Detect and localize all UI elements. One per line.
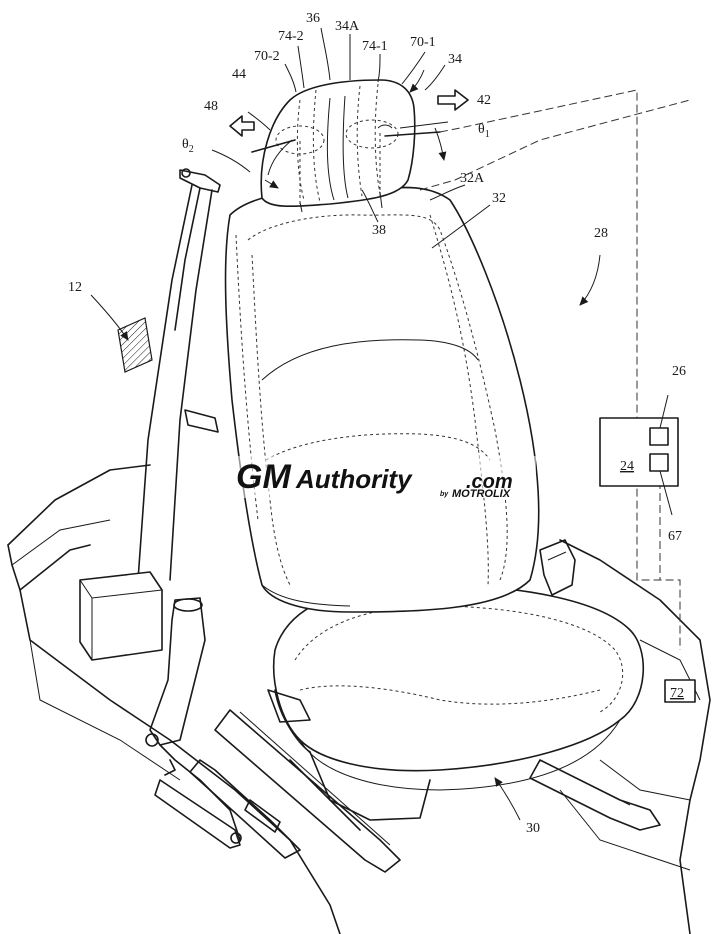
leader-lines xyxy=(90,27,601,821)
label-38: 38 xyxy=(372,223,386,238)
motion-arrows xyxy=(229,89,469,137)
controller-box xyxy=(599,394,679,516)
watermark-byline: by xyxy=(440,491,449,498)
watermark-brand-gm: GM xyxy=(236,458,291,496)
watermark-brand-authority: Authority xyxy=(295,464,413,494)
seat-belt xyxy=(79,168,241,841)
label-34a: 34A xyxy=(335,19,360,34)
seat-back xyxy=(224,186,540,613)
label-26: 26 xyxy=(672,364,686,379)
watermark-domain: .com xyxy=(466,471,513,493)
headrest xyxy=(251,79,441,213)
label-44: 44 xyxy=(232,67,246,82)
label-74-2: 74-2 xyxy=(278,29,304,44)
recliner-lever xyxy=(539,539,576,596)
label-30: 30 xyxy=(526,821,540,836)
label-32: 32 xyxy=(492,191,506,206)
watermark-partner: MOTROLIX xyxy=(452,488,511,500)
controller-module-67 xyxy=(649,453,669,472)
label-42: 42 xyxy=(477,93,491,108)
rearward-arrow-48 xyxy=(229,115,255,137)
label-24: 24 xyxy=(620,459,634,474)
forward-arrow-42 xyxy=(437,89,469,111)
label-67: 67 xyxy=(668,529,682,544)
label-theta2: θ2 xyxy=(182,137,194,155)
label-12: 12 xyxy=(68,280,82,295)
label-72: 72 xyxy=(670,686,684,701)
label-70-2: 70-2 xyxy=(254,49,280,64)
label-36: 36 xyxy=(306,11,320,26)
label-32a: 32A xyxy=(460,171,485,186)
label-theta1: θ1 xyxy=(478,122,490,140)
label-28: 28 xyxy=(594,226,608,241)
adjust-handle xyxy=(267,689,311,723)
label-70-1: 70-1 xyxy=(410,35,436,50)
label-48: 48 xyxy=(204,99,218,114)
headrest-posts xyxy=(299,130,381,204)
vehicle-floor xyxy=(7,464,711,934)
label-34: 34 xyxy=(448,52,462,67)
sensor-box-72 xyxy=(664,679,696,703)
wiring xyxy=(419,89,691,650)
reference-labels: 12 24 26 28 30 32 32A 34 34A 36 38 42 44… xyxy=(68,11,686,836)
label-74-1: 74-1 xyxy=(362,39,388,54)
controller-module-26 xyxy=(649,427,669,446)
watermark-logo: GM Authority .com by MOTROLIX xyxy=(232,456,536,500)
